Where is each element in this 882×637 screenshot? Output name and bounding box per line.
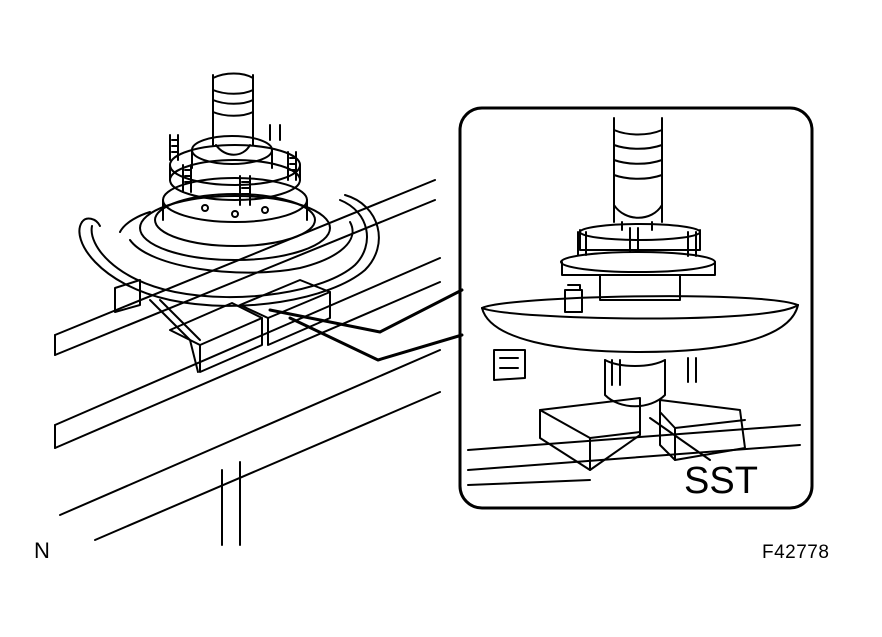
- leader-arrow: [268, 288, 464, 362]
- axle-hub: [139, 135, 331, 261]
- inset-hub-bolts: [577, 227, 697, 386]
- inset-press-ram: [613, 117, 663, 231]
- press-bench: [54, 179, 441, 546]
- corner-mark-label: N: [34, 538, 50, 563]
- backing-plate: [78, 194, 380, 307]
- support-blocks: [114, 279, 331, 373]
- press-ram: [212, 72, 254, 156]
- sst-leader-line: [649, 417, 711, 461]
- inset-axle-hub: [560, 223, 716, 408]
- figure-id-label: F42778: [762, 542, 830, 563]
- inset-support-blocks: [539, 397, 746, 471]
- detail-inset-frame: [458, 106, 814, 510]
- inset-backing-plate: [481, 295, 799, 381]
- hub-bolts: [169, 124, 297, 206]
- inset-bench: [467, 424, 801, 486]
- sst-callout-label: SST: [684, 460, 758, 502]
